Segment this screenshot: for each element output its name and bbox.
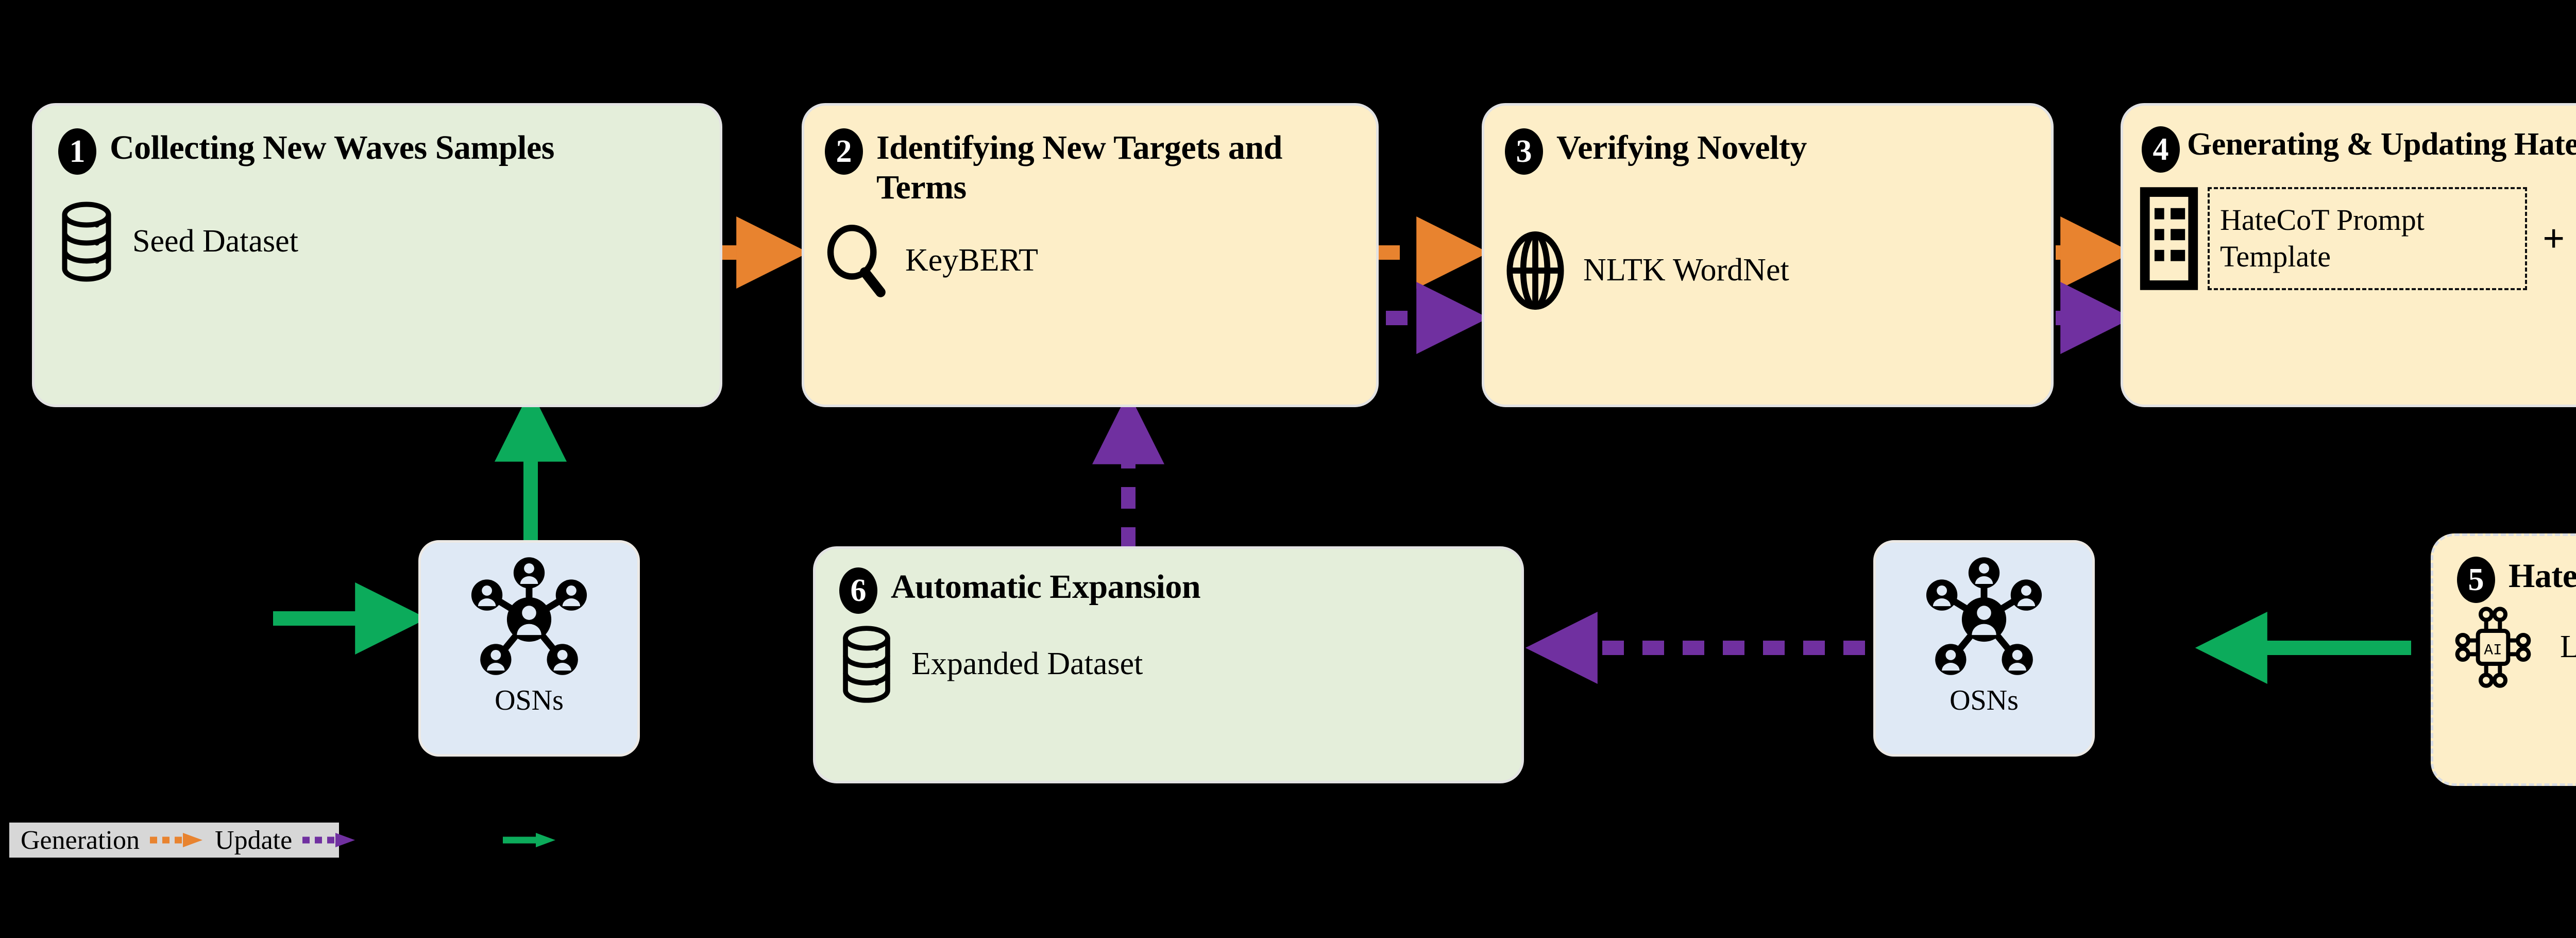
- step-3-card[interactable]: 3 Verifying Novelty NLTK WordNet: [1482, 103, 2054, 407]
- svg-text:AI: AI: [2484, 642, 2502, 659]
- osn-right-card[interactable]: OSNs: [1873, 540, 2095, 757]
- step-5-number: 5: [2457, 557, 2495, 603]
- step-6-detail: Expanded Dataset: [839, 625, 1498, 703]
- step-4-chip-template: HateCoT Prompt Template: [2208, 187, 2527, 290]
- step-6-header: 6 Automatic Expansion: [839, 567, 1498, 614]
- legend-arrow-moderation: [502, 833, 555, 847]
- step-2-detail: KeyBERT: [825, 225, 1355, 297]
- step-4-header: 4 Generating & Updating HateCoT Prompts: [2142, 126, 2576, 173]
- legend-label-update: Update: [215, 825, 293, 855]
- step-4-number: 4: [2142, 126, 2180, 173]
- step-1-subtitle: Seed Dataset: [132, 224, 298, 259]
- step-5-title: HateCoT-based New Waves Detection: [2509, 557, 2576, 595]
- list-icon: [2140, 187, 2198, 290]
- step-4-card[interactable]: 4 Generating & Updating HateCoT Prompts …: [2121, 103, 2576, 407]
- step-2-header: 2 Identifying New Targets and Terms: [825, 128, 1355, 207]
- step-1-detail: Seed Dataset: [58, 202, 696, 282]
- osn-left-card[interactable]: OSNs: [418, 540, 640, 757]
- magnifier-icon: [827, 225, 886, 297]
- step-2-subtitle: KeyBERT: [905, 243, 1039, 278]
- step-3-title: Verifying Novelty: [1556, 129, 1807, 166]
- step-5-detail: AI LLM: [2455, 606, 2576, 689]
- social-network-icon: [471, 557, 587, 675]
- step-3-header: 3 Verifying Novelty: [1505, 128, 2030, 175]
- globe-icon: [1506, 231, 1564, 310]
- step-1-card[interactable]: 1 Collecting New Waves Samples Seed Data…: [32, 103, 722, 407]
- step-6-subtitle: Expanded Dataset: [911, 646, 1143, 682]
- database-icon: [62, 202, 111, 282]
- step-3-subtitle: NLTK WordNet: [1583, 253, 1789, 288]
- step-6-number: 6: [839, 567, 877, 614]
- step-2-card[interactable]: 2 Identifying New Targets and Terms KeyB…: [802, 103, 1379, 407]
- step-4-chip-operator: +: [2543, 216, 2565, 260]
- step-3-detail: NLTK WordNet: [1505, 231, 2030, 310]
- legend-arrow-generation: [150, 833, 203, 847]
- step-3-number: 3: [1505, 128, 1543, 175]
- social-network-icon: [1926, 557, 2042, 675]
- legend: Generation Update Moderation: [9, 823, 555, 858]
- legend-label-generation: Generation: [21, 825, 140, 855]
- step-5-header: 5 HateCoT-based New Waves Detection: [2457, 557, 2576, 603]
- osn-right-label: OSNs: [1950, 684, 2019, 716]
- ai-chip-icon: AI: [2455, 607, 2531, 688]
- step-5-card[interactable]: 5 HateCoT-based New Waves Detection AI: [2431, 533, 2576, 786]
- step-2-title: Identifying New Targets and Terms: [876, 129, 1282, 206]
- step-6-title: Automatic Expansion: [891, 568, 1201, 606]
- database-icon: [843, 626, 890, 703]
- step-1-title: Collecting New Waves Samples: [110, 129, 554, 166]
- legend-arrow-update: [302, 833, 355, 847]
- step-4-title: Generating & Updating HateCoT Prompts: [2187, 127, 2576, 162]
- step-5-subtitle: LLM: [2560, 629, 2576, 665]
- step-1-header: 1 Collecting New Waves Samples: [58, 128, 696, 175]
- step-1-number: 1: [58, 128, 96, 175]
- osn-left-label: OSNs: [495, 684, 564, 716]
- legend-label-moderation: Moderation: [367, 825, 493, 855]
- step-2-number: 2: [825, 128, 863, 175]
- step-4-detail: HateCoT Prompt Template + New Targets an…: [2140, 187, 2576, 290]
- step-6-card[interactable]: 6 Automatic Expansion Expanded Dataset: [813, 546, 1524, 783]
